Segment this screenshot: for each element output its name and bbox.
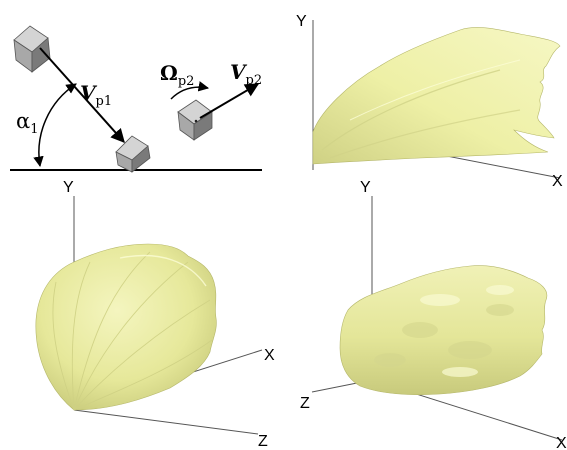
particle-cube-initial (13, 25, 51, 73)
view-top-right: Y X (296, 13, 563, 190)
y-axis-label: Y (63, 179, 74, 196)
y-axis-label: Y (360, 179, 371, 196)
angular-velocity-label: Ωp2 (160, 61, 194, 89)
x-axis-label: X (556, 435, 567, 450)
rebound-velocity-arrow (199, 83, 260, 119)
x-axis-label: X (552, 173, 563, 190)
rebound-velocity-label: Vp2 (230, 60, 262, 88)
angular-velocity-arrow (170, 81, 210, 100)
impact-schematic: α1 Vp1 Ωp2 Vp2 (10, 25, 262, 173)
particle-cube-impact (115, 135, 151, 173)
view-bottom-right: Y Z X (300, 179, 567, 450)
particle-cube-rebound (177, 99, 213, 141)
impact-angle-arc (33, 83, 77, 168)
z-axis-label: Z (300, 395, 310, 412)
z-axis (73, 409, 259, 435)
impact-angle-label: α1 (16, 109, 38, 137)
incident-velocity-arrow (39, 47, 125, 144)
y-axis-label: Y (296, 13, 307, 30)
x-axis-label: X (264, 347, 275, 364)
damage-envelope-surface (339, 265, 548, 396)
incident-velocity-label: Vp1 (80, 81, 112, 109)
damage-envelope-surface (312, 27, 561, 165)
z-axis-label: Z (258, 433, 268, 450)
view-bottom-left: Y X Z (35, 179, 275, 450)
